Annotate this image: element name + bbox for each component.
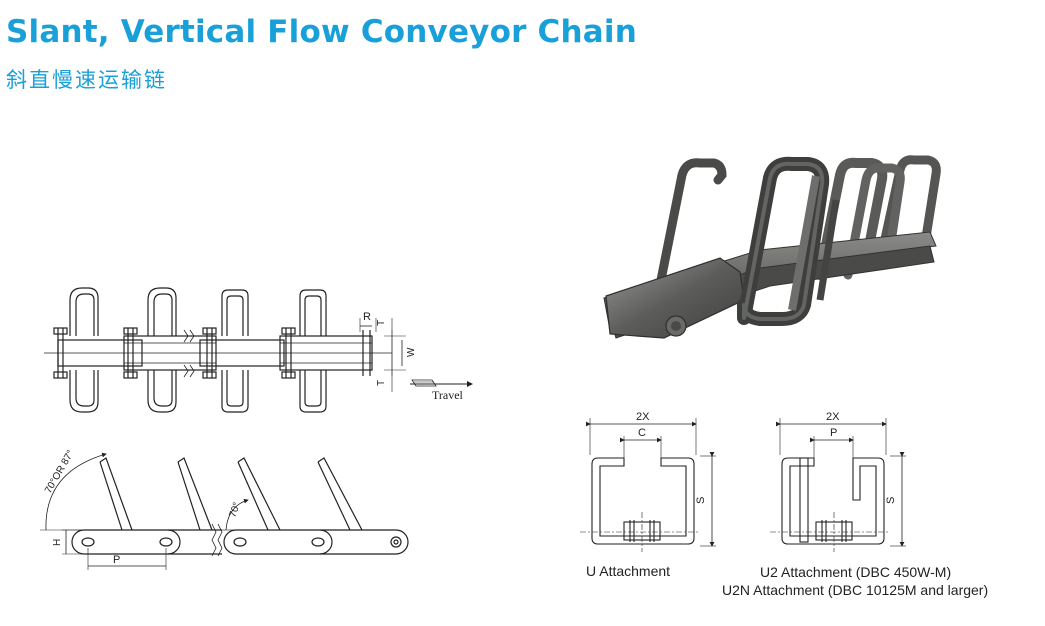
u-dim-s-label: S — [695, 497, 707, 504]
travel-label: Travel — [432, 388, 464, 402]
dim-t-top-label: T — [376, 320, 387, 326]
page-title: Slant, Vertical Flow Conveyor Chain — [6, 14, 637, 50]
u2-attachment-caption: U2 Attachment (DBC 450W-M) — [760, 564, 952, 580]
u-dim-2x-label: 2X — [636, 411, 650, 423]
dim-p-label: P — [113, 554, 120, 566]
u-attachment-caption: U Attachment — [586, 563, 671, 579]
dim-r-label: R — [363, 311, 371, 323]
angle-right-label: 70° — [227, 501, 243, 519]
u2-dim-2x-label: 2X — [826, 411, 840, 423]
dim-w-label: W — [406, 347, 417, 357]
top-view-drawing — [44, 287, 473, 413]
u2-attachment-drawing — [770, 418, 906, 552]
dim-h-label: H — [52, 539, 63, 546]
chain-product-photo — [603, 155, 941, 339]
side-view-drawing — [40, 452, 409, 570]
u2n-attachment-caption: U2N Attachment (DBC 10125M and larger) — [722, 582, 989, 598]
u-attachment-drawing — [580, 418, 716, 552]
angle-left-label: 70°OR 87° — [43, 448, 77, 495]
page-subtitle: 斜直慢速运输链 — [6, 68, 167, 92]
u2-dim-s-label: S — [885, 497, 897, 504]
u2-dim-p-label: P — [830, 427, 837, 439]
dim-t-bottom-label: T — [376, 380, 387, 386]
u-dim-c-label: C — [638, 427, 646, 439]
